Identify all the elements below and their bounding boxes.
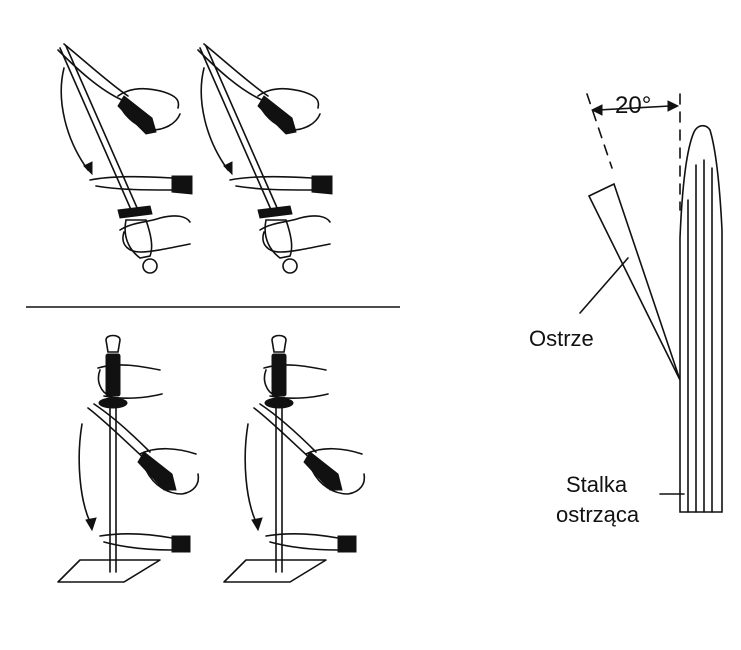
upper-right-illustration [197, 43, 333, 274]
lower-left-illustration [57, 334, 200, 583]
upper-left-illustration [57, 43, 193, 274]
blade-leader-line [579, 257, 629, 314]
honing-steel [679, 124, 723, 513]
angle-arrow [597, 105, 671, 111]
blade-label: Ostrze [529, 326, 594, 351]
dashed-reference-angled [586, 93, 613, 169]
angle-label: 20° [615, 92, 651, 119]
angle-arrow-head-left [590, 104, 603, 116]
blade-shape [587, 182, 681, 381]
lower-right-illustration [223, 334, 366, 583]
steel-label-line1: Stalka [566, 472, 628, 497]
steel-label-line2: ostrząca [556, 502, 640, 527]
angle-diagram: 20° Ostrze Stalka ostrząca [529, 92, 723, 527]
angle-arrow-head-right [667, 100, 680, 112]
